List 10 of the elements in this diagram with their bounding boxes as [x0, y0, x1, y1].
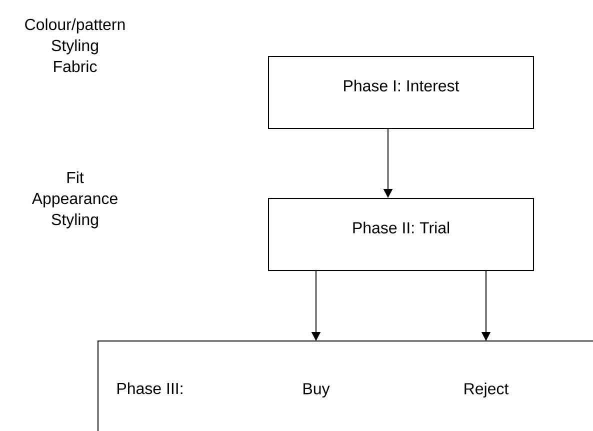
process-box: Phase I: Interest: [268, 56, 534, 129]
attribute-label: Colour/pattern: [25, 18, 125, 34]
attribute-label: Styling: [52, 39, 98, 54]
outcome-label: Buy: [304, 383, 330, 398]
attribute-label: Appearance: [32, 193, 118, 208]
attribute-label: Styling: [52, 213, 98, 228]
attribute-label: Fit: [67, 171, 84, 184]
outcome-label: Reject: [464, 382, 509, 398]
process-box: Phase II: Trial: [268, 198, 534, 271]
attribute-label: Fabric: [54, 60, 97, 72]
